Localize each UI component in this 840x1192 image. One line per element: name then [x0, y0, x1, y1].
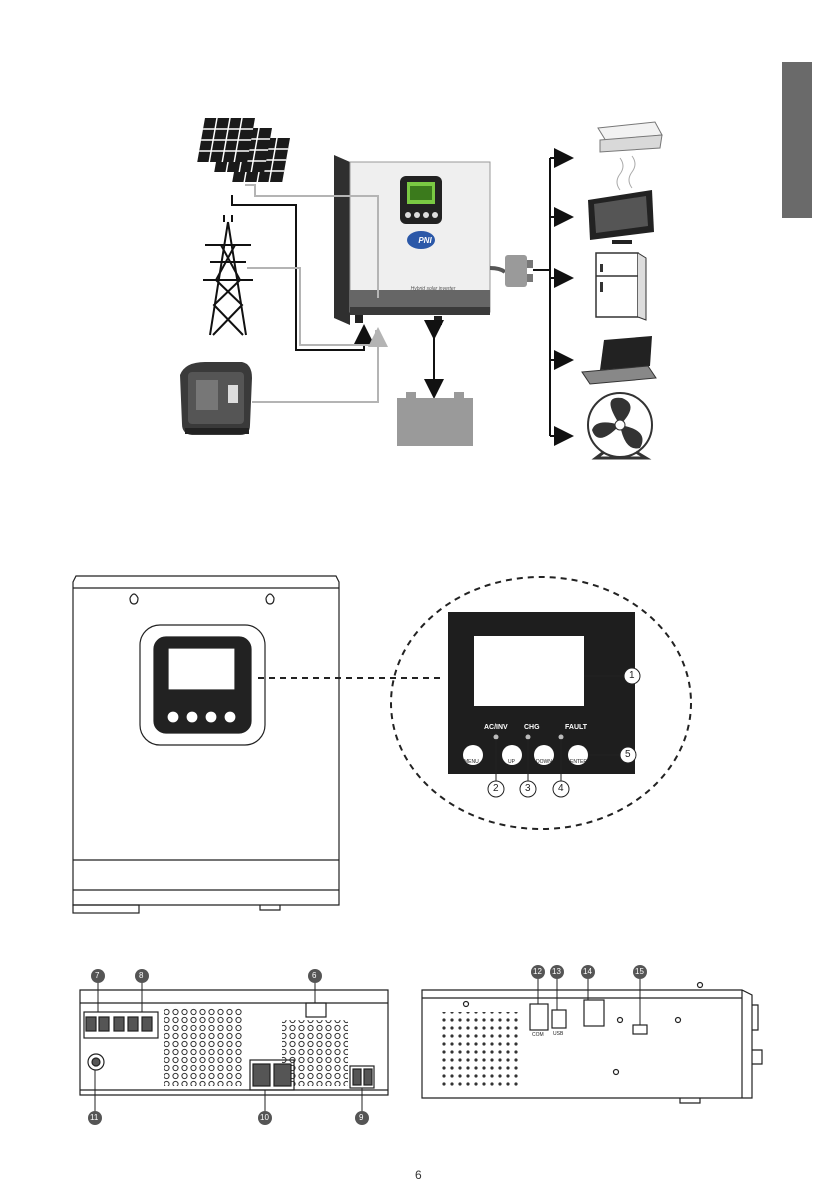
menu-button[interactable]: MENU — [464, 759, 479, 765]
power-plug-icon — [490, 255, 533, 287]
callout-13: 13 — [552, 967, 561, 976]
callout-2: 2 — [493, 783, 499, 794]
callout-15: 15 — [635, 967, 644, 976]
svg-text:PNI: PNI — [418, 236, 432, 245]
callout-4: 4 — [558, 783, 564, 794]
control-panel-enlarged — [448, 612, 635, 774]
usb-port-label: USB — [553, 1031, 563, 1037]
solar-panel-icon — [197, 118, 290, 182]
laptop-icon — [582, 336, 656, 384]
com-port-label: COM — [532, 1032, 544, 1038]
battery-icon — [397, 392, 473, 446]
refrigerator-icon — [596, 253, 646, 320]
callout-8: 8 — [139, 971, 143, 980]
tv-icon — [588, 190, 654, 244]
up-button[interactable]: UP — [508, 759, 515, 765]
callout-7: 7 — [95, 971, 99, 980]
callout-3: 3 — [525, 783, 531, 794]
callout-1: 1 — [629, 670, 635, 681]
down-button[interactable]: DOWN — [536, 759, 552, 765]
page-number: 6 — [415, 1168, 422, 1182]
product-label: Hybrid solar inverter — [411, 286, 456, 292]
callout-6: 6 — [312, 971, 316, 980]
fan-icon — [588, 393, 652, 458]
generator-icon — [180, 362, 252, 435]
led-label-ac-inv: AC/INV — [484, 724, 508, 731]
power-tower-icon — [203, 215, 253, 335]
callout-12: 12 — [533, 967, 542, 976]
inverter-device: PNI Hybrid solar inverter — [334, 155, 490, 325]
callout-5: 5 — [625, 749, 631, 760]
enter-button[interactable]: ENTER — [570, 759, 587, 765]
callout-11: 11 — [90, 1113, 98, 1122]
inverter-bottom-view — [80, 990, 388, 1095]
callout-10: 10 — [260, 1113, 269, 1122]
led-label-chg: CHG — [524, 724, 540, 731]
callout-9: 9 — [359, 1113, 363, 1122]
air-conditioner-icon — [598, 122, 662, 190]
inverter-front-view — [73, 576, 339, 913]
inverter-side-view — [422, 983, 762, 1104]
led-label-fault: FAULT — [565, 724, 587, 731]
callout-14: 14 — [583, 967, 592, 976]
